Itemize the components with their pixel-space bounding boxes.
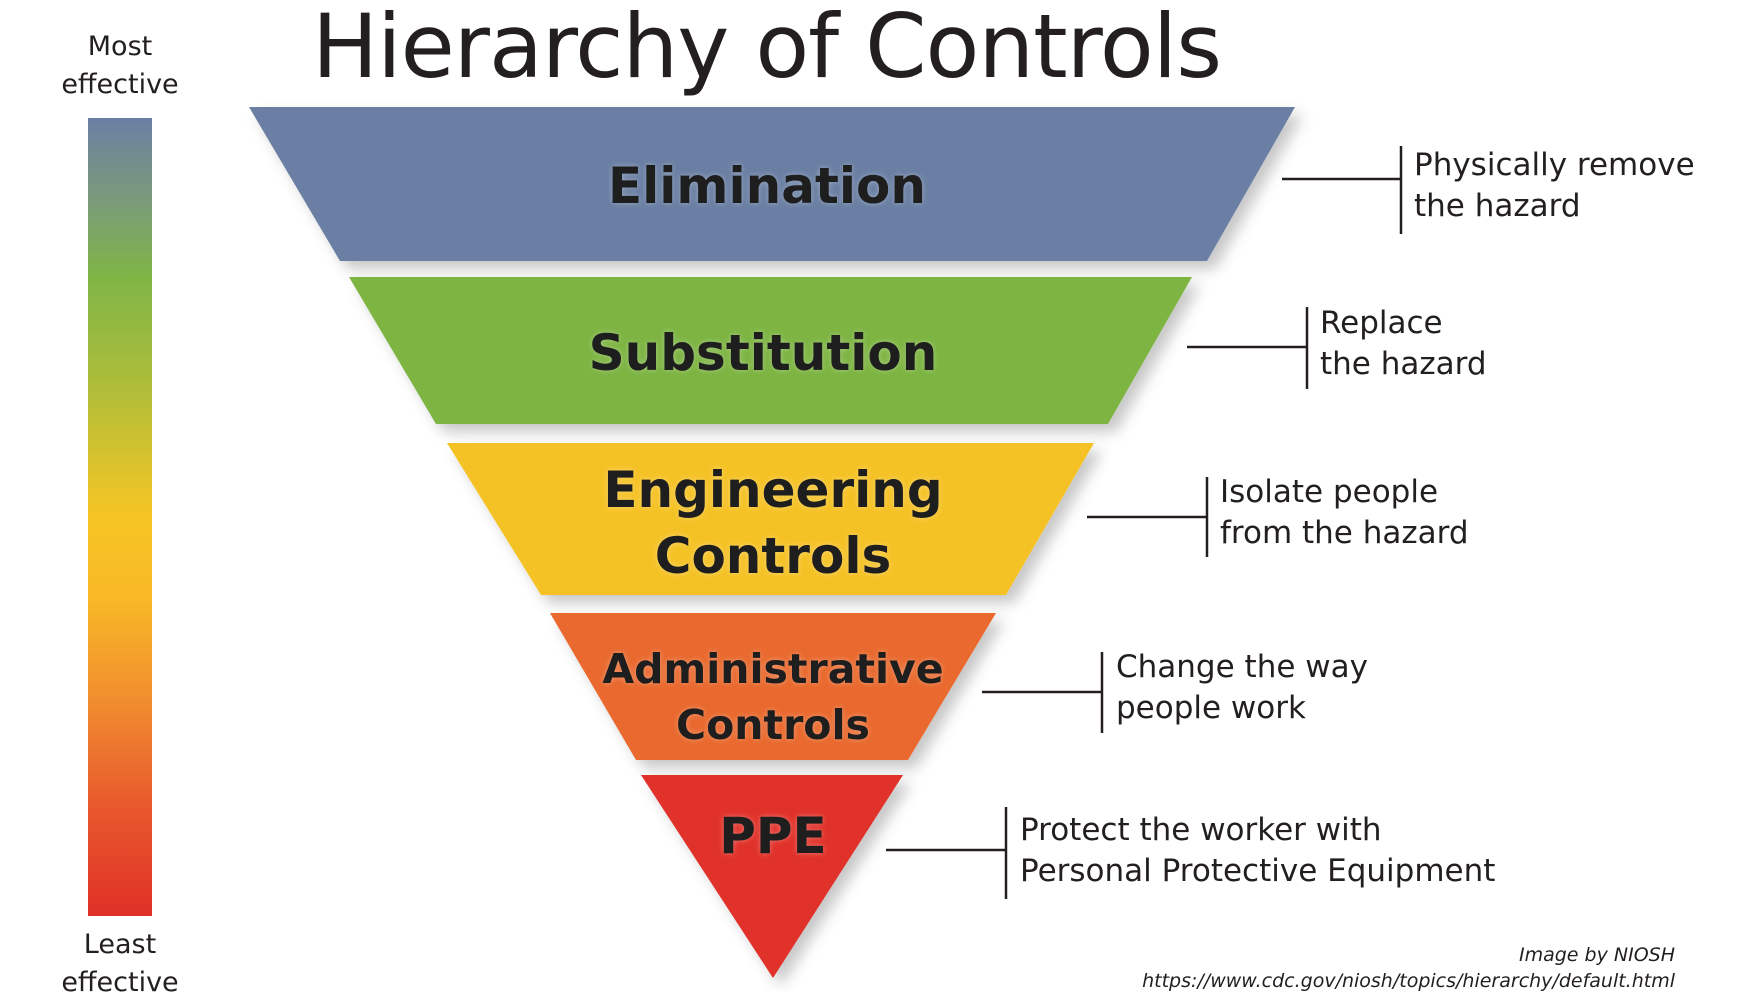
tier-name-line2: Controls	[654, 527, 892, 585]
tier-label-elimination: Elimination	[467, 155, 1067, 217]
desc-line2: from the hazard	[1220, 515, 1469, 551]
tier-name: Substitution	[588, 324, 938, 382]
tier-substitution	[349, 277, 1192, 424]
desc-line2: Personal Protective Equipment	[1020, 853, 1496, 889]
tier-label-administrative-controls: Administrative Controls	[473, 641, 1073, 753]
desc-line2: the hazard	[1320, 346, 1487, 382]
desc-line1: Isolate people	[1220, 474, 1439, 510]
effectiveness-gradient-bar	[88, 118, 152, 916]
tier-administrative-controls	[550, 613, 996, 760]
scale-top-line1: Most	[87, 31, 153, 62]
tier-engineering-controls	[447, 443, 1094, 595]
tier-label-ppe: PPE	[673, 805, 873, 867]
desc-line1: Protect the worker with	[1020, 812, 1382, 848]
tier-label-substitution: Substitution	[463, 322, 1063, 384]
tier-ppe	[641, 775, 903, 978]
image-credit: Image by NIOSH	[1518, 944, 1675, 966]
source-url: https://www.cdc.gov/niosh/topics/hierarc…	[1142, 970, 1675, 992]
page-title: Hierarchy of Controls	[312, 0, 1222, 98]
least-effective-label: Least effective	[30, 926, 210, 1002]
desc-elimination: Physically remove the hazard	[1414, 145, 1695, 227]
tier-name-line2: Controls	[676, 701, 870, 749]
tier-label-engineering-controls: Engineering Controls	[473, 457, 1073, 589]
desc-engineering-controls: Isolate people from the hazard	[1220, 472, 1469, 554]
tier-name: Elimination	[608, 157, 926, 215]
desc-line2: people work	[1116, 690, 1306, 726]
most-effective-label: Most effective	[30, 28, 210, 104]
scale-bottom-line1: Least	[83, 929, 157, 960]
desc-substitution: Replace the hazard	[1320, 303, 1487, 385]
desc-line2: the hazard	[1414, 188, 1581, 224]
desc-ppe: Protect the worker with Personal Protect…	[1020, 810, 1495, 892]
tier-name: PPE	[719, 807, 827, 865]
desc-administrative-controls: Change the way people work	[1116, 647, 1368, 729]
tier-name-line1: Engineering	[603, 461, 943, 519]
scale-top-line2: effective	[61, 69, 179, 100]
desc-line1: Physically remove	[1414, 147, 1695, 183]
tier-elimination	[249, 107, 1295, 261]
tier-name-line1: Administrative	[602, 645, 944, 693]
desc-line1: Replace	[1320, 305, 1443, 341]
desc-line1: Change the way	[1116, 649, 1368, 685]
